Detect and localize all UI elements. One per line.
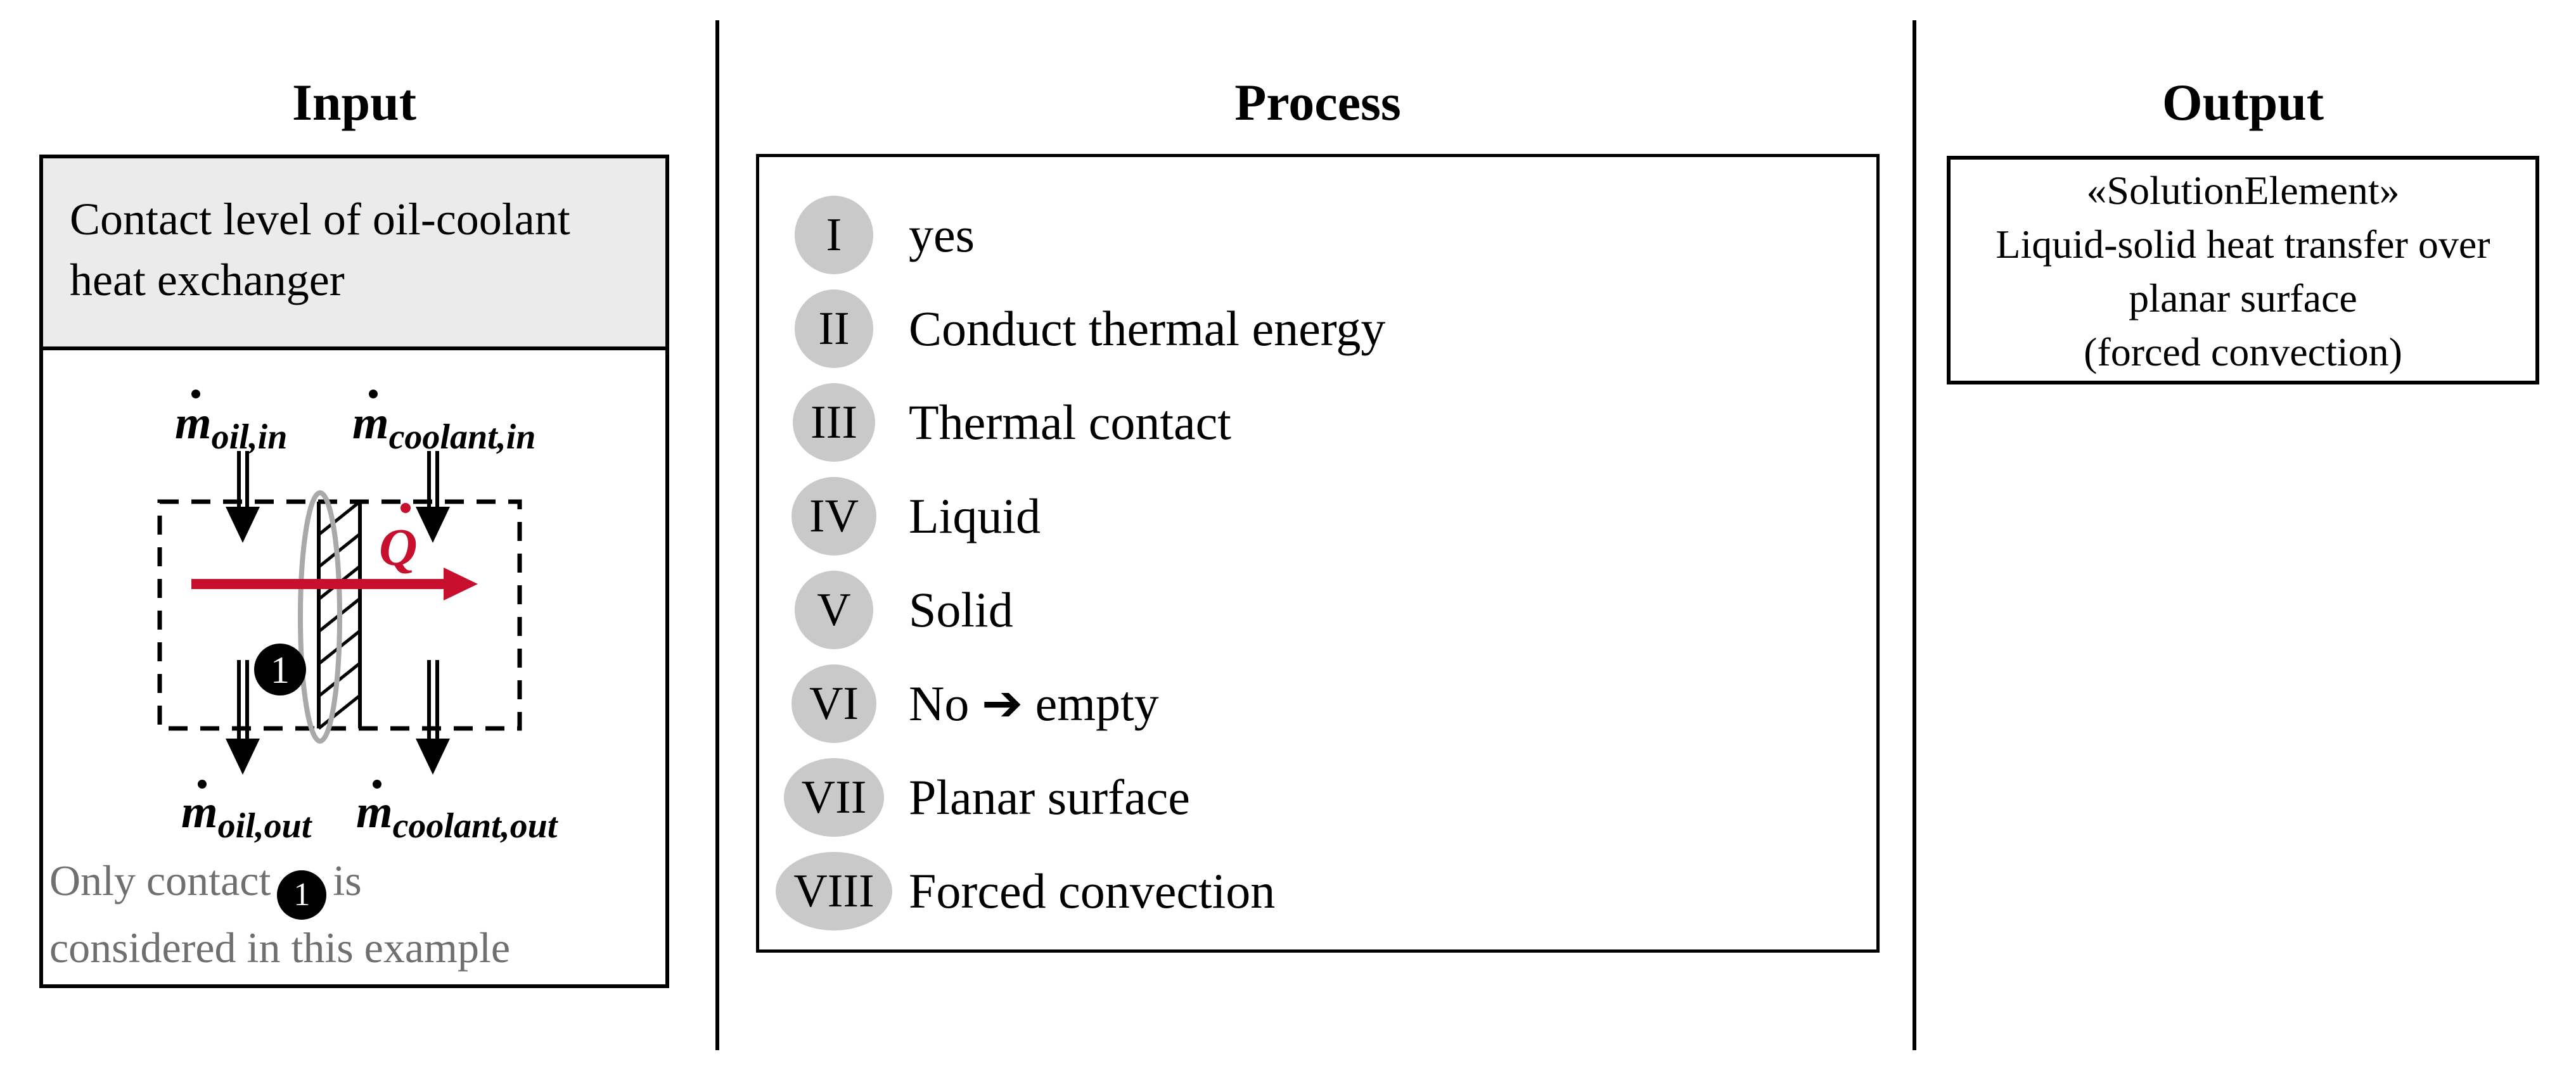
m-subscript: coolant,in xyxy=(389,417,536,457)
note-line-2: considered in this example xyxy=(49,924,511,972)
input-column-title: Input xyxy=(292,73,417,131)
output-line: Liquid-solid heat transfer over xyxy=(1996,222,2490,267)
m-dot-icon xyxy=(198,780,207,789)
roman-numeral-badge: II xyxy=(795,289,873,368)
m-dot-icon xyxy=(369,390,378,398)
heat-flow-arrow-icon xyxy=(191,568,478,600)
heat-flow-label: Q xyxy=(379,503,418,577)
inflow-arrow-coolant-icon xyxy=(416,451,450,543)
contact-1-number: 1 xyxy=(271,649,290,691)
output-line: planar surface xyxy=(2129,276,2357,321)
mass-flow-label-coolant-in: mcoolant,in xyxy=(352,390,535,457)
m-base: m xyxy=(352,397,389,449)
process-item-5: V Solid xyxy=(759,571,1876,649)
roman-numeral-badge: IV xyxy=(791,477,877,556)
outflow-arrow-coolant-icon xyxy=(416,660,450,775)
mass-flow-label-coolant-out: mcoolant,out xyxy=(356,780,558,846)
m-base: m xyxy=(356,786,393,838)
process-item-3: III Thermal contact xyxy=(759,383,1876,462)
q-base: Q xyxy=(379,518,418,577)
note-line1-after: is xyxy=(333,856,362,905)
process-item-label: Solid xyxy=(909,582,1013,637)
m-base: m xyxy=(175,397,212,449)
output-stereotype-line: «SolutionElement» xyxy=(2086,168,2400,213)
roman-numeral-badge: VII xyxy=(783,758,885,837)
roman-numeral-badge: VIII xyxy=(776,852,892,930)
m-subscript: oil,out xyxy=(218,806,312,846)
process-item-6: VI No ➔ empty xyxy=(759,664,1876,743)
inflow-arrow-oil-icon xyxy=(226,451,260,543)
m-subscript: oil,in xyxy=(212,417,288,457)
contact-1-inline-badge: 1 xyxy=(277,870,327,920)
m-subscript: coolant,out xyxy=(393,806,558,846)
m-dot-icon xyxy=(373,780,381,789)
process-item-label: Liquid xyxy=(909,488,1041,543)
output-column-title: Output xyxy=(2162,73,2324,131)
process-item-8: VIII Forced convection xyxy=(759,852,1876,930)
process-item-label: yes xyxy=(909,207,975,262)
process-item-label: Forced convection xyxy=(909,863,1276,918)
svg-text:mcoolant,in: mcoolant,in xyxy=(352,397,535,457)
process-item-7: VII Planar surface xyxy=(759,758,1876,837)
process-item-label: Thermal contact xyxy=(909,395,1231,450)
process-column-title: Process xyxy=(1234,73,1401,131)
process-item-label: Planar surface xyxy=(909,770,1190,825)
mass-flow-label-oil-in: moil,in xyxy=(175,390,287,457)
svg-text:mcoolant,out: mcoolant,out xyxy=(356,786,558,846)
mass-flow-label-oil-out: moil,out xyxy=(181,780,312,846)
column-divider-right xyxy=(1913,20,1916,1050)
input-panel: Contact level of oil-coolant heat exchan… xyxy=(39,155,669,988)
note-line1-before: Only contact xyxy=(49,856,271,905)
column-divider-left xyxy=(715,20,719,1050)
svg-text:moil,in: moil,in xyxy=(175,397,287,457)
process-item-4: IV Liquid xyxy=(759,477,1876,556)
input-header-text: Contact level of oil-coolant heat exchan… xyxy=(43,158,665,350)
process-panel: I yes II Conduct thermal energy III Ther… xyxy=(756,154,1880,953)
outflow-arrow-oil-icon xyxy=(226,660,260,775)
m-base: m xyxy=(181,786,218,838)
dashed-control-volume xyxy=(157,499,522,731)
output-panel: «SolutionElement» Liquid-solid heat tran… xyxy=(1947,156,2539,384)
roman-numeral-badge: VI xyxy=(791,664,877,743)
roman-numeral-badge: I xyxy=(795,196,873,274)
roman-numeral-badge: V xyxy=(795,571,873,649)
contact-1-badge: 1 xyxy=(254,644,306,695)
heat-exchanger-diagram: moil,in mcoolant,in xyxy=(157,390,558,846)
process-item-label: Conduct thermal energy xyxy=(909,301,1386,356)
output-line: (forced convection) xyxy=(2084,329,2402,374)
svg-text:moil,out: moil,out xyxy=(181,786,312,846)
roman-numeral-badge: III xyxy=(793,383,875,462)
process-item-1: I yes xyxy=(759,196,1876,274)
q-dot-icon xyxy=(400,503,411,513)
m-dot-icon xyxy=(191,390,200,398)
process-item-2: II Conduct thermal energy xyxy=(759,289,1876,368)
contact-ellipse xyxy=(298,490,342,744)
process-item-label: No ➔ empty xyxy=(909,676,1159,731)
